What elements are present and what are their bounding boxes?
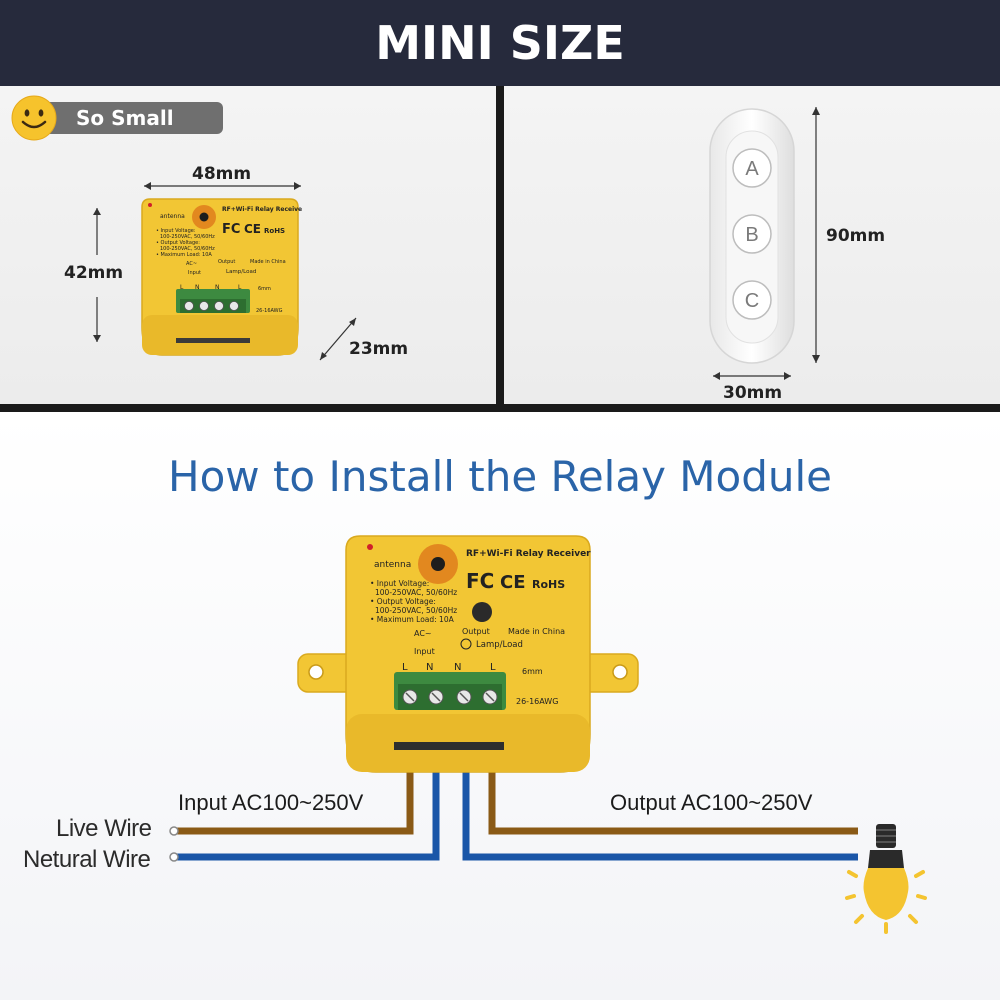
- so-small-badge: So Small: [30, 102, 223, 134]
- remote-button-a: A: [745, 158, 759, 180]
- small-term-0: L: [180, 284, 184, 291]
- small-term-2: N: [215, 284, 220, 291]
- small-title-text: RF+Wi-Fi Relay Receiver: [222, 206, 302, 213]
- small-strip-text: 6mm: [258, 286, 271, 292]
- small-term-1: N: [195, 284, 200, 291]
- large-output-text: Output: [462, 627, 490, 636]
- large-input-text: Input: [414, 647, 435, 656]
- small-antenna-text: antenna: [160, 213, 185, 220]
- depth-dimension-arrow-icon: [319, 317, 357, 361]
- small-awg-text: 26-16AWG: [256, 308, 283, 314]
- remote-button-b: B: [745, 224, 758, 246]
- header-bar: MINI SIZE: [0, 0, 1000, 86]
- large-lamp-text: Lamp/Load: [476, 640, 523, 650]
- module-height-label: 42mm: [64, 263, 124, 283]
- large-term-1: N: [426, 662, 433, 673]
- remote-width-label: 30mm: [723, 383, 783, 403]
- height-dimension-arrow-icon: [93, 208, 101, 342]
- large-spec-0: • Input Voltage:: [370, 579, 429, 588]
- large-title-text: RF+Wi-Fi Relay Receiver: [466, 549, 591, 559]
- small-made-text: Made in China: [250, 259, 286, 265]
- large-made-text: Made in China: [508, 627, 565, 636]
- large-term-0: L: [402, 662, 408, 673]
- small-ce-text: CE: [244, 222, 261, 236]
- small-spec-0: • Input Voltage:: [156, 228, 196, 234]
- remote-height-label: 90mm: [826, 226, 886, 246]
- small-spec-3: 100-250VAC, 50/60Hz: [160, 246, 215, 252]
- large-strip-text: 6mm: [522, 667, 543, 676]
- relay-module-large: antenna RF+Wi-Fi Relay Receiver • Input …: [297, 535, 639, 773]
- light-bulb-icon: [845, 824, 927, 934]
- horizontal-divider: [0, 404, 1000, 412]
- large-awg-text: 26-16AWG: [516, 697, 558, 706]
- width-dimension-arrow-icon: [144, 182, 301, 190]
- small-spec-1: 100-250VAC, 50/60Hz: [160, 234, 215, 240]
- small-output-text: Output: [218, 259, 235, 265]
- badge-label: So Small: [76, 106, 174, 130]
- small-term-3: L: [238, 284, 242, 291]
- live-wire-label: Live Wire: [56, 815, 152, 842]
- wiring-diagram: [169, 745, 858, 862]
- large-term-3: L: [490, 662, 496, 673]
- large-ce-text: CE: [500, 572, 526, 593]
- module-depth-label: 23mm: [349, 339, 409, 359]
- large-fc-text: FC: [466, 569, 494, 593]
- large-spec-4: • Maximum Load: 10A: [370, 615, 455, 624]
- large-term-2: N: [454, 662, 461, 673]
- large-antenna-text: antenna: [374, 560, 411, 570]
- small-spec-4: • Maximum Load: 10A: [156, 252, 212, 258]
- header-title: MINI SIZE: [375, 16, 625, 70]
- output-voltage-label: Output AC100~250V: [610, 790, 813, 815]
- relay-module-small: antenna RF+Wi-Fi Relay Receiver • Input …: [141, 198, 302, 356]
- remote-width-arrow-icon: [713, 372, 791, 380]
- small-spec-2: • Output Voltage:: [156, 240, 200, 246]
- large-spec-3: 100-250VAC, 50/60Hz: [375, 606, 457, 615]
- remote-control: A B C: [709, 108, 795, 364]
- large-rohs-text: RoHS: [532, 578, 565, 591]
- install-title: How to Install the Relay Module: [167, 452, 833, 501]
- vertical-divider: [496, 86, 504, 412]
- large-ac-text: AC~: [414, 629, 432, 638]
- remote-height-arrow-icon: [812, 107, 820, 363]
- small-fc-text: FC: [222, 222, 240, 237]
- small-rohs-text: RoHS: [264, 227, 285, 235]
- small-input-text: Input: [188, 270, 201, 276]
- small-lamp-text: Lamp/Load: [226, 269, 256, 275]
- smiley-face-icon: [11, 95, 57, 141]
- large-spec-2: • Output Voltage:: [370, 597, 436, 606]
- remote-button-c: C: [745, 290, 759, 312]
- large-spec-1: 100-250VAC, 50/60Hz: [375, 588, 457, 597]
- small-ac-text: AC~: [186, 261, 197, 267]
- module-width-label: 48mm: [192, 164, 252, 184]
- neutral-wire-label: Netural Wire: [23, 846, 151, 873]
- input-voltage-label: Input AC100~250V: [178, 790, 364, 815]
